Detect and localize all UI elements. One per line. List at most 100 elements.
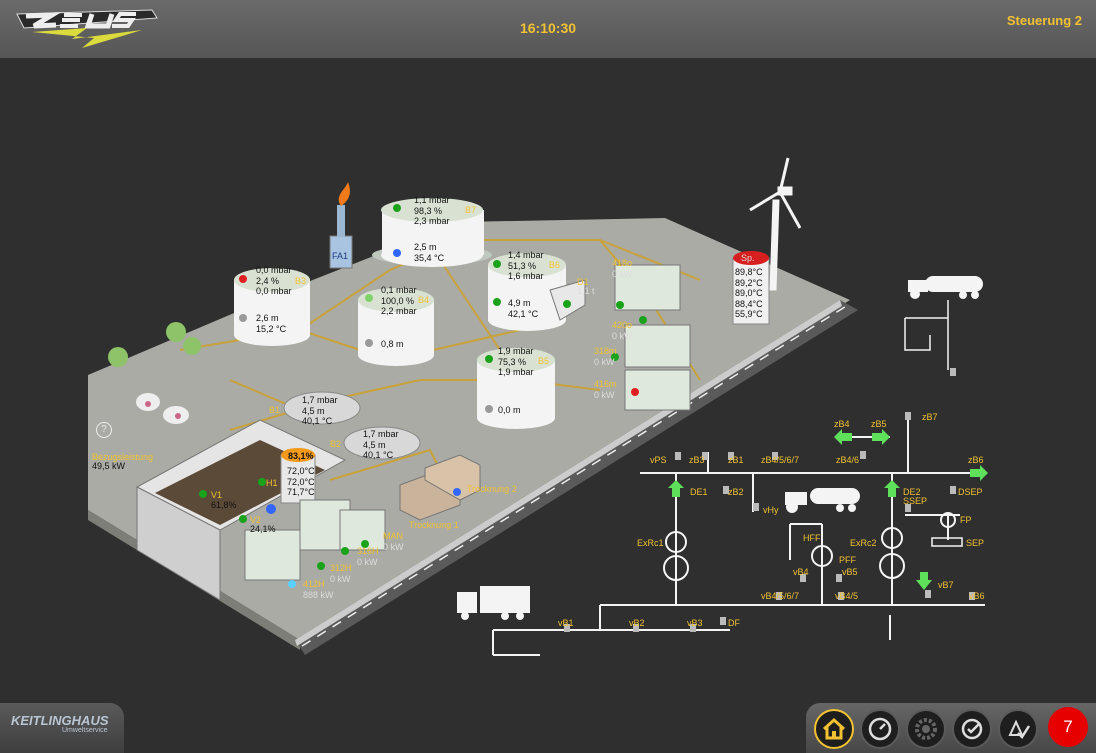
exrc1-icon [665, 531, 687, 553]
label-zb7: zB7 [922, 412, 938, 422]
mixer1-icon [663, 555, 689, 581]
v2-name: V2 [250, 515, 262, 525]
tank-b5-values: 1,9 mbar 75,3 % 1,9 mbar [498, 346, 534, 377]
label-zb5: zB5 [871, 419, 887, 429]
maintenance-icon [961, 718, 983, 740]
label-sep: SEP [966, 538, 985, 548]
h1-percent: 83,1% [288, 451, 314, 461]
gauge-button[interactable] [860, 709, 900, 749]
engine-420o[interactable]: 420o 0 kW [612, 320, 633, 341]
maintenance-button[interactable] [952, 709, 992, 749]
label-vb7: vB7 [938, 580, 954, 590]
sp-name: Sp. [741, 253, 755, 263]
bezug-label: Bezugsleistung [92, 452, 154, 462]
label-zb4567: zB4/5/6/7 [761, 455, 800, 465]
label-vb4: vB4 [793, 567, 809, 577]
label-zb2: zB2 [728, 487, 744, 497]
wind-turbine-icon [749, 157, 802, 291]
status-dots [199, 204, 647, 588]
help-icon[interactable]: ? [96, 422, 112, 438]
tank-b6-level: 4,9 m 42,1 °C [508, 298, 539, 319]
tank-b1-values: 1,7 mbar 4,5 m 40,1 °C [302, 395, 338, 426]
tank-b4-values: 0,1 mbar 100,0 % 2,2 mbar [381, 285, 417, 316]
tree-icons [108, 322, 201, 367]
label-exrc1: ExRc1 [637, 538, 664, 548]
cow-icons [136, 393, 189, 424]
sep-icon [931, 537, 963, 547]
tractor-icon-schema [785, 488, 860, 513]
bottom-toolbar [806, 703, 1096, 753]
tank-b7-shape [372, 198, 492, 267]
label-vb45: vB4/5 [835, 591, 859, 601]
tank-b3-name: B3 [295, 276, 307, 286]
engine-318m[interactable]: 318m 0 kW [594, 346, 617, 367]
zeus-logo [16, 9, 158, 48]
tank-b2-name: B2 [330, 439, 342, 449]
tank-b6-name: B6 [549, 260, 561, 270]
gear-icon [915, 718, 937, 740]
h1-name: H1 [266, 478, 278, 488]
label-vb3: vB3 [687, 618, 703, 628]
label-df: DF [728, 618, 740, 628]
tank-b7-level: 2,5 m 35,4 °C [414, 242, 445, 263]
tank-b6-shape [488, 253, 566, 331]
d1-name: D1 [577, 277, 589, 287]
label-vps: vPS [650, 455, 667, 465]
bezug-value: 49,5 kW [92, 461, 126, 471]
acknowledge-button[interactable] [998, 709, 1038, 749]
tractor-icon-top [908, 276, 983, 299]
exrc2-icon [881, 527, 903, 549]
sp-tank-shape [732, 257, 770, 325]
fa1-label: FA1 [332, 251, 349, 261]
alarm-count-badge[interactable]: 7 [1048, 707, 1088, 747]
label-pff: PFF [839, 555, 856, 565]
engine-man[interactable]: MAN 0 kW [383, 531, 404, 552]
label-fp: FP [960, 515, 972, 525]
tank-b7-values: 1,1 mbar 98,3 % 2,3 mbar [414, 195, 450, 226]
label-vb1: vB1 [558, 618, 574, 628]
truck-icon [457, 586, 530, 620]
tank-b3-values: 0,0 mbar 2,4 % 0,0 mbar [256, 265, 292, 296]
label-vb5: vB5 [842, 567, 858, 577]
settings-button[interactable] [906, 709, 946, 749]
d1-value: 1,1 t [577, 286, 595, 296]
top-bar: 16:10:30 Steuerung 2 [0, 0, 1096, 58]
tank-b2-values: 1,7 mbar 4,5 m 40,1 °C [363, 429, 399, 460]
warning-check-icon [1008, 719, 1031, 739]
tank-b2-shape [343, 426, 421, 460]
tank-b5-name: B5 [538, 356, 550, 366]
tank-b3-level: 2,6 m 15,2 °C [256, 313, 287, 334]
label-ssep: SSEP [903, 496, 928, 506]
label-zb46: zB4/6 [836, 455, 860, 465]
clock: 16:10:30 [519, 20, 577, 36]
label-de1: DE1 [690, 487, 708, 497]
sp-temps: 89,8°C 89,2°C 89,0°C 88,4°C 55,9°C [735, 267, 763, 319]
brand-logo: KEITLINGHAUS Umweltservice [0, 703, 124, 753]
valve-markers [564, 368, 975, 632]
tank-b6-values: 1,4 mbar 51,3 % 1,6 mbar [508, 250, 544, 281]
tank-b4-level: 0,8 m [381, 339, 404, 349]
trocknung-2-box [424, 454, 481, 501]
engine-418o[interactable]: 418o 0 kW [612, 258, 633, 279]
mixer2-icon [879, 553, 905, 579]
label-hff: HFF [803, 533, 821, 543]
tank-b4-name: B4 [418, 295, 430, 305]
flame-icon [338, 182, 350, 206]
label-zb3: zB3 [689, 455, 705, 465]
trocknung-2-label[interactable]: Trocknung 2 [467, 484, 517, 494]
engine-412h[interactable]: 412H 888 kW [303, 579, 334, 600]
label-zb4: zB4 [834, 419, 850, 429]
gauge-icon [868, 717, 892, 741]
tank-b3-shape [234, 268, 310, 346]
label-exrc2: ExRc2 [850, 538, 877, 548]
label-vhy: vHy [763, 505, 779, 515]
fp-pump-icon [940, 512, 956, 528]
label-vb6: vB6 [969, 591, 985, 601]
tank-b1-name: B1 [269, 405, 281, 415]
home-button[interactable] [814, 709, 854, 749]
label-zb1: zB1 [728, 455, 744, 465]
engine-416m[interactable]: 416m 0 kW [594, 379, 617, 400]
engine-316h[interactable]: 316H 0 kW [357, 546, 379, 567]
engine-312h[interactable]: 312H 0 kW [330, 563, 352, 584]
trocknung-1-label[interactable]: Trocknung 1 [409, 520, 459, 530]
